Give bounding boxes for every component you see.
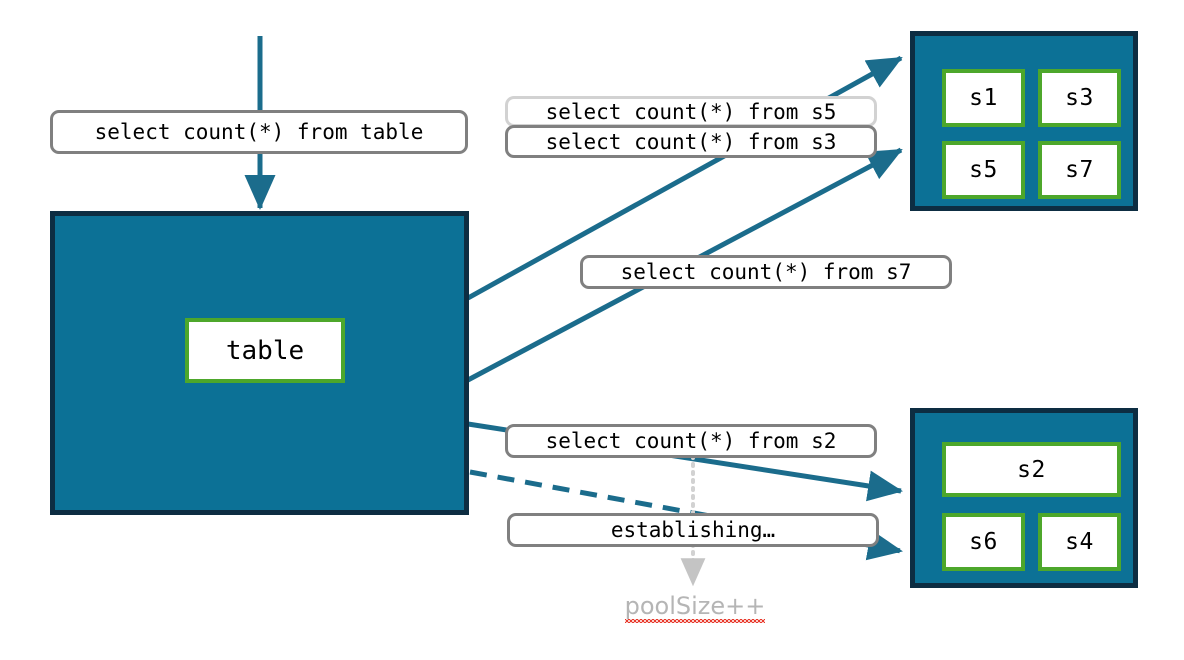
- query-label-s7[interactable]: select count(*) from s7: [580, 255, 952, 289]
- server-node-s5[interactable]: s5: [942, 141, 1025, 199]
- server-pool-bottom[interactable]: s2 s6 s4: [910, 408, 1138, 588]
- table-node[interactable]: table: [185, 318, 345, 383]
- server-node-s6[interactable]: s6: [942, 513, 1025, 571]
- database-table-container[interactable]: table: [50, 211, 469, 515]
- server-node-s4[interactable]: s4: [1038, 513, 1121, 571]
- status-label-establishing[interactable]: establishing…: [507, 513, 879, 547]
- server-pool-top[interactable]: s1 s3 s5 s7: [910, 31, 1138, 211]
- query-label-table[interactable]: select count(*) from table: [50, 110, 468, 154]
- server-node-s1[interactable]: s1: [942, 69, 1025, 127]
- query-label-s3[interactable]: select count(*) from s3: [505, 125, 877, 158]
- poolsize-annotation-text: poolSize++: [624, 592, 766, 623]
- poolsize-annotation: poolSize++: [600, 592, 790, 623]
- server-node-s3[interactable]: s3: [1038, 69, 1121, 127]
- server-node-s7[interactable]: s7: [1038, 141, 1121, 199]
- query-label-s5[interactable]: select count(*) from s5: [505, 96, 877, 127]
- server-node-s2[interactable]: s2: [942, 442, 1121, 497]
- query-label-s2[interactable]: select count(*) from s2: [505, 424, 877, 458]
